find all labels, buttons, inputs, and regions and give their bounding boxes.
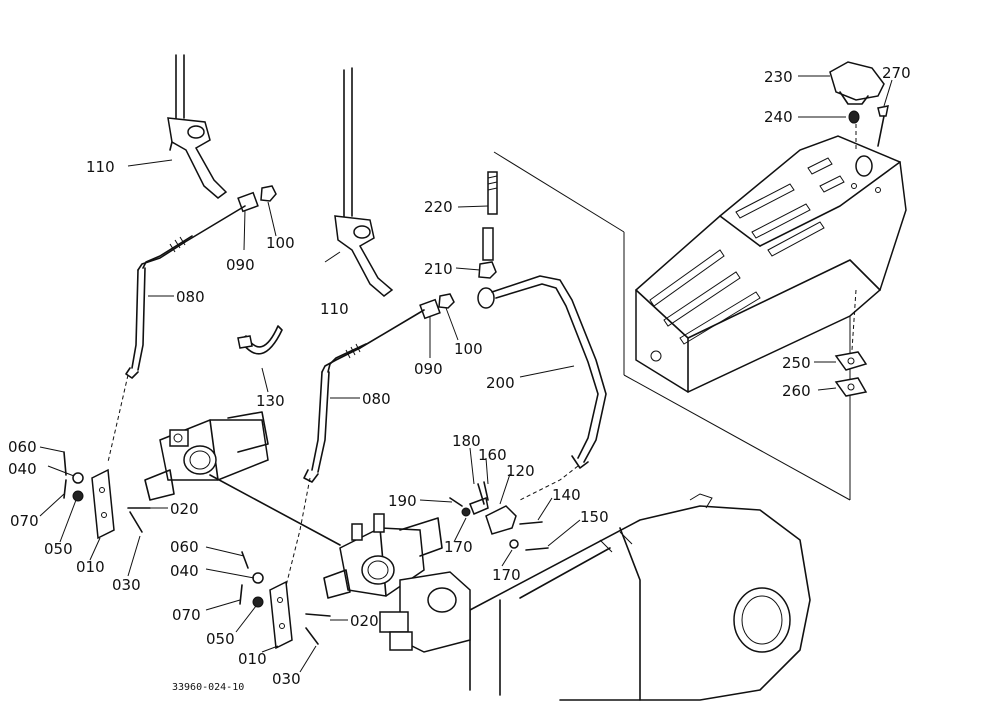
transmission-housing — [379, 493, 811, 701]
callout-070-center: 070 — [172, 606, 201, 624]
callout-220: 220 — [424, 198, 453, 216]
callout-020-center: 020 — [350, 612, 379, 630]
callout-080-left: 080 — [176, 288, 205, 306]
callout-060-center: 060 — [170, 538, 199, 556]
callout-110-left: 110 — [86, 158, 115, 176]
left-lever-assembly — [107, 54, 277, 463]
clip-130 — [237, 325, 283, 393]
callout-010-left: 010 — [76, 558, 105, 576]
center-lever-assembly — [284, 67, 459, 591]
callout-040-left: 040 — [8, 460, 37, 478]
callout-050-center: 050 — [206, 630, 235, 648]
callout-270: 270 — [882, 64, 911, 82]
callout-060-left: 060 — [8, 438, 37, 456]
console-panel — [635, 135, 907, 393]
callout-030-center: 030 — [272, 670, 301, 688]
callout-080-center: 080 — [362, 390, 391, 408]
callout-160: 160 — [478, 446, 507, 464]
callout-020-left: 020 — [170, 500, 199, 518]
callout-200: 200 — [486, 374, 515, 392]
center-bracket — [205, 546, 348, 673]
callout-070-left: 070 — [10, 512, 39, 530]
left-bracket — [39, 446, 168, 577]
callout-labels: 110 090 100 080 130 060 040 070 050 010 … — [8, 64, 911, 693]
callout-090-center: 090 — [414, 360, 443, 378]
callout-090-left: 090 — [226, 256, 255, 274]
callout-150: 150 — [580, 508, 609, 526]
mounting-plates — [814, 351, 868, 397]
callout-120: 120 — [506, 462, 535, 480]
callout-030-left: 030 — [112, 576, 141, 594]
callout-110-center: 110 — [320, 300, 349, 318]
knob-assembly — [798, 61, 893, 351]
drawing-reference-code: 33960-024-10 — [172, 682, 244, 693]
callout-050-left: 050 — [44, 540, 73, 558]
linkage-rod-assembly — [419, 151, 851, 567]
callout-260: 260 — [782, 382, 811, 400]
callout-140: 140 — [552, 486, 581, 504]
callout-100-left: 100 — [266, 234, 295, 252]
callout-170-lower: 170 — [492, 566, 521, 584]
callout-240: 240 — [764, 108, 793, 126]
callout-250: 250 — [782, 354, 811, 372]
callout-170-upper: 170 — [444, 538, 473, 556]
callout-130: 130 — [256, 392, 285, 410]
callout-180: 180 — [452, 432, 481, 450]
callout-040-center: 040 — [170, 562, 199, 580]
callout-010-center: 010 — [238, 650, 267, 668]
left-valve-block — [144, 411, 341, 546]
callout-190: 190 — [388, 492, 417, 510]
callout-210: 210 — [424, 260, 453, 278]
callout-230: 230 — [764, 68, 793, 86]
callout-100-center: 100 — [454, 340, 483, 358]
